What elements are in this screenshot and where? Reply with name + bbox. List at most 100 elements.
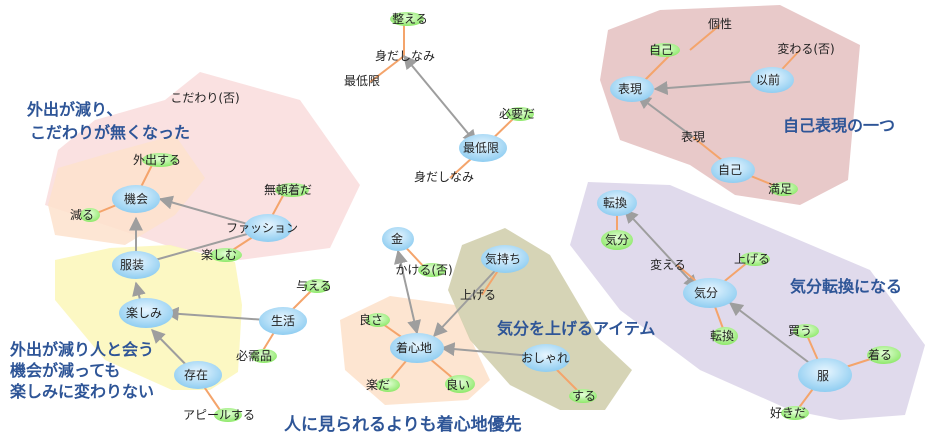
edge bbox=[624, 208, 698, 290]
node-label-saiteigen-mid: 最低限 bbox=[463, 141, 499, 155]
node-oshare bbox=[522, 344, 570, 372]
cluster-label-fun-unchanged-line1: 外出が減り人と会う bbox=[9, 340, 154, 359]
node-label-sonzai: 存在 bbox=[184, 368, 208, 382]
node-tanoshimu bbox=[210, 248, 242, 262]
node-label-totonoeru: 整える bbox=[392, 11, 428, 26]
node-label-kosei: 個性 bbox=[708, 17, 732, 31]
node-label-appeal-suru: アピールする bbox=[183, 408, 255, 422]
node-label-tenkan: 転換 bbox=[603, 196, 627, 210]
cluster-label-outing-reduced-line2: こだわりが無くなった bbox=[30, 123, 190, 142]
node-label-seikatsu: 生活 bbox=[271, 314, 295, 328]
edge bbox=[636, 95, 694, 138]
node-label-kakeru: かける(否) bbox=[395, 263, 452, 277]
node-label-mutonjaku: 無頓着だ bbox=[264, 182, 312, 197]
node-kau bbox=[793, 324, 819, 338]
node-kakeru bbox=[418, 263, 446, 277]
node-yoi bbox=[445, 375, 475, 393]
node-label-sukida: 好きだ bbox=[770, 406, 806, 420]
node-mutonjaku bbox=[275, 183, 309, 197]
node-label-jiko-small: 自己 bbox=[649, 43, 673, 57]
node-seikatsu bbox=[259, 307, 307, 335]
cluster-label-mood-switch: 気分転換になる bbox=[790, 277, 902, 296]
node-label-kimochi: 気持ち bbox=[485, 251, 521, 266]
node-kane bbox=[382, 227, 414, 251]
cluster-area-lavender bbox=[570, 182, 925, 420]
node-label-midashinami-small: 身だしなみ bbox=[414, 169, 474, 184]
node-kibun bbox=[683, 278, 737, 308]
node-fashion bbox=[244, 214, 292, 242]
cluster-label-self-expression: 自己表現の一つ bbox=[783, 116, 895, 135]
node-label-tenkan-small: 転換 bbox=[710, 329, 734, 343]
node-label-fukusou: 服装 bbox=[120, 258, 144, 272]
node-yosa bbox=[366, 313, 390, 327]
node-kimochi bbox=[481, 245, 529, 273]
node-label-hyougen-small: 表現 bbox=[681, 130, 705, 144]
node-label-fashion: ファッション bbox=[226, 221, 298, 235]
node-label-kibun-small: 気分 bbox=[605, 232, 629, 247]
node-label-kodawari: こだわり(否) bbox=[170, 91, 239, 105]
edge bbox=[369, 55, 405, 83]
node-kigokochi bbox=[390, 333, 444, 363]
node-label-kikai: 機会 bbox=[124, 191, 148, 206]
node-label-raku: 楽だ bbox=[366, 378, 390, 392]
node-label-kawaru: 変わる(否) bbox=[777, 41, 834, 56]
cluster-label-layer: 外出が減り、 こだわりが無くなった 外出が減り人と会う 機会が減っても 楽しみに… bbox=[9, 100, 902, 435]
node-ageru bbox=[740, 252, 770, 266]
node-label-midashinami-top: 身だしなみ bbox=[375, 48, 435, 63]
node-label-kibun: 気分 bbox=[694, 285, 718, 300]
node-ataeru bbox=[304, 279, 330, 293]
node-fuku bbox=[798, 358, 852, 392]
node-label-gaishutsu-suru: 外出する bbox=[133, 153, 181, 167]
node-suru bbox=[569, 389, 597, 403]
cluster-label-fun-unchanged-line3: 楽しみに変わりない bbox=[9, 382, 154, 401]
node-hitsujuhin bbox=[251, 349, 277, 363]
cluster-label-comfort-first: 人に見られるよりも着心地優先 bbox=[284, 414, 522, 435]
node-tenkan bbox=[597, 190, 637, 216]
node-label-ageru: 上げる bbox=[734, 252, 770, 266]
node-fukusou bbox=[112, 251, 160, 279]
node-label-kane: 金 bbox=[391, 231, 403, 246]
edge bbox=[394, 249, 421, 335]
edge bbox=[403, 54, 477, 145]
node-label-tanoshimu: 楽しむ bbox=[201, 248, 237, 262]
node-sonzai bbox=[174, 361, 222, 389]
node-label-saiteigen-small: 最低限 bbox=[344, 74, 380, 88]
node-kikai bbox=[112, 185, 160, 213]
node-label-ataeru: 与える bbox=[296, 279, 332, 293]
node-label-kaeru: 変える bbox=[650, 257, 686, 272]
node-label-manzoku: 満足 bbox=[768, 182, 792, 196]
node-tanoshimi bbox=[119, 298, 173, 328]
node-izen bbox=[750, 67, 794, 93]
node-raku bbox=[376, 378, 400, 392]
node-label-heru: 減る bbox=[70, 207, 94, 222]
cluster-label-mood-item: 気分を上げるアイテム bbox=[497, 319, 655, 338]
node-hyougen bbox=[610, 76, 654, 102]
node-label-kigokochi: 着心地 bbox=[396, 340, 432, 355]
cluster-label-outing-reduced-line1: 外出が減り、 bbox=[26, 100, 122, 119]
node-label-kau: 買う bbox=[788, 324, 812, 338]
node-label-izen: 以前 bbox=[756, 72, 780, 87]
node-label-yoi: 良い bbox=[446, 377, 470, 392]
node-label-hyougen: 表現 bbox=[618, 82, 642, 96]
node-layer: 機会 外出する 減る 服装 楽しみ 存在 アピールする ファッション 無頓着だ … bbox=[70, 11, 901, 422]
node-label-jiko-mid: 自己 bbox=[718, 163, 742, 177]
node-tenkan-small bbox=[712, 327, 738, 345]
node-gaishutsu-suru bbox=[142, 153, 178, 167]
node-heru bbox=[80, 208, 100, 222]
node-hitsuyou bbox=[506, 107, 534, 121]
node-jiko-mid bbox=[711, 157, 755, 183]
node-label-ageru-small: 上げる bbox=[460, 288, 496, 302]
node-manzoku bbox=[770, 182, 798, 196]
node-appeal-suru bbox=[214, 408, 242, 422]
edge bbox=[689, 24, 721, 51]
edge bbox=[433, 259, 506, 338]
node-label-oshare: おしゃれ bbox=[521, 351, 569, 365]
node-label-fuku: 服 bbox=[817, 369, 829, 383]
node-sukida bbox=[781, 406, 809, 420]
node-totonoeru bbox=[390, 12, 424, 26]
node-label-yosa: 良さ bbox=[359, 312, 383, 327]
cluster-label-fun-unchanged-line2: 機会が減っても bbox=[10, 361, 120, 380]
node-label-hitsujuhin: 必需品 bbox=[236, 349, 272, 363]
